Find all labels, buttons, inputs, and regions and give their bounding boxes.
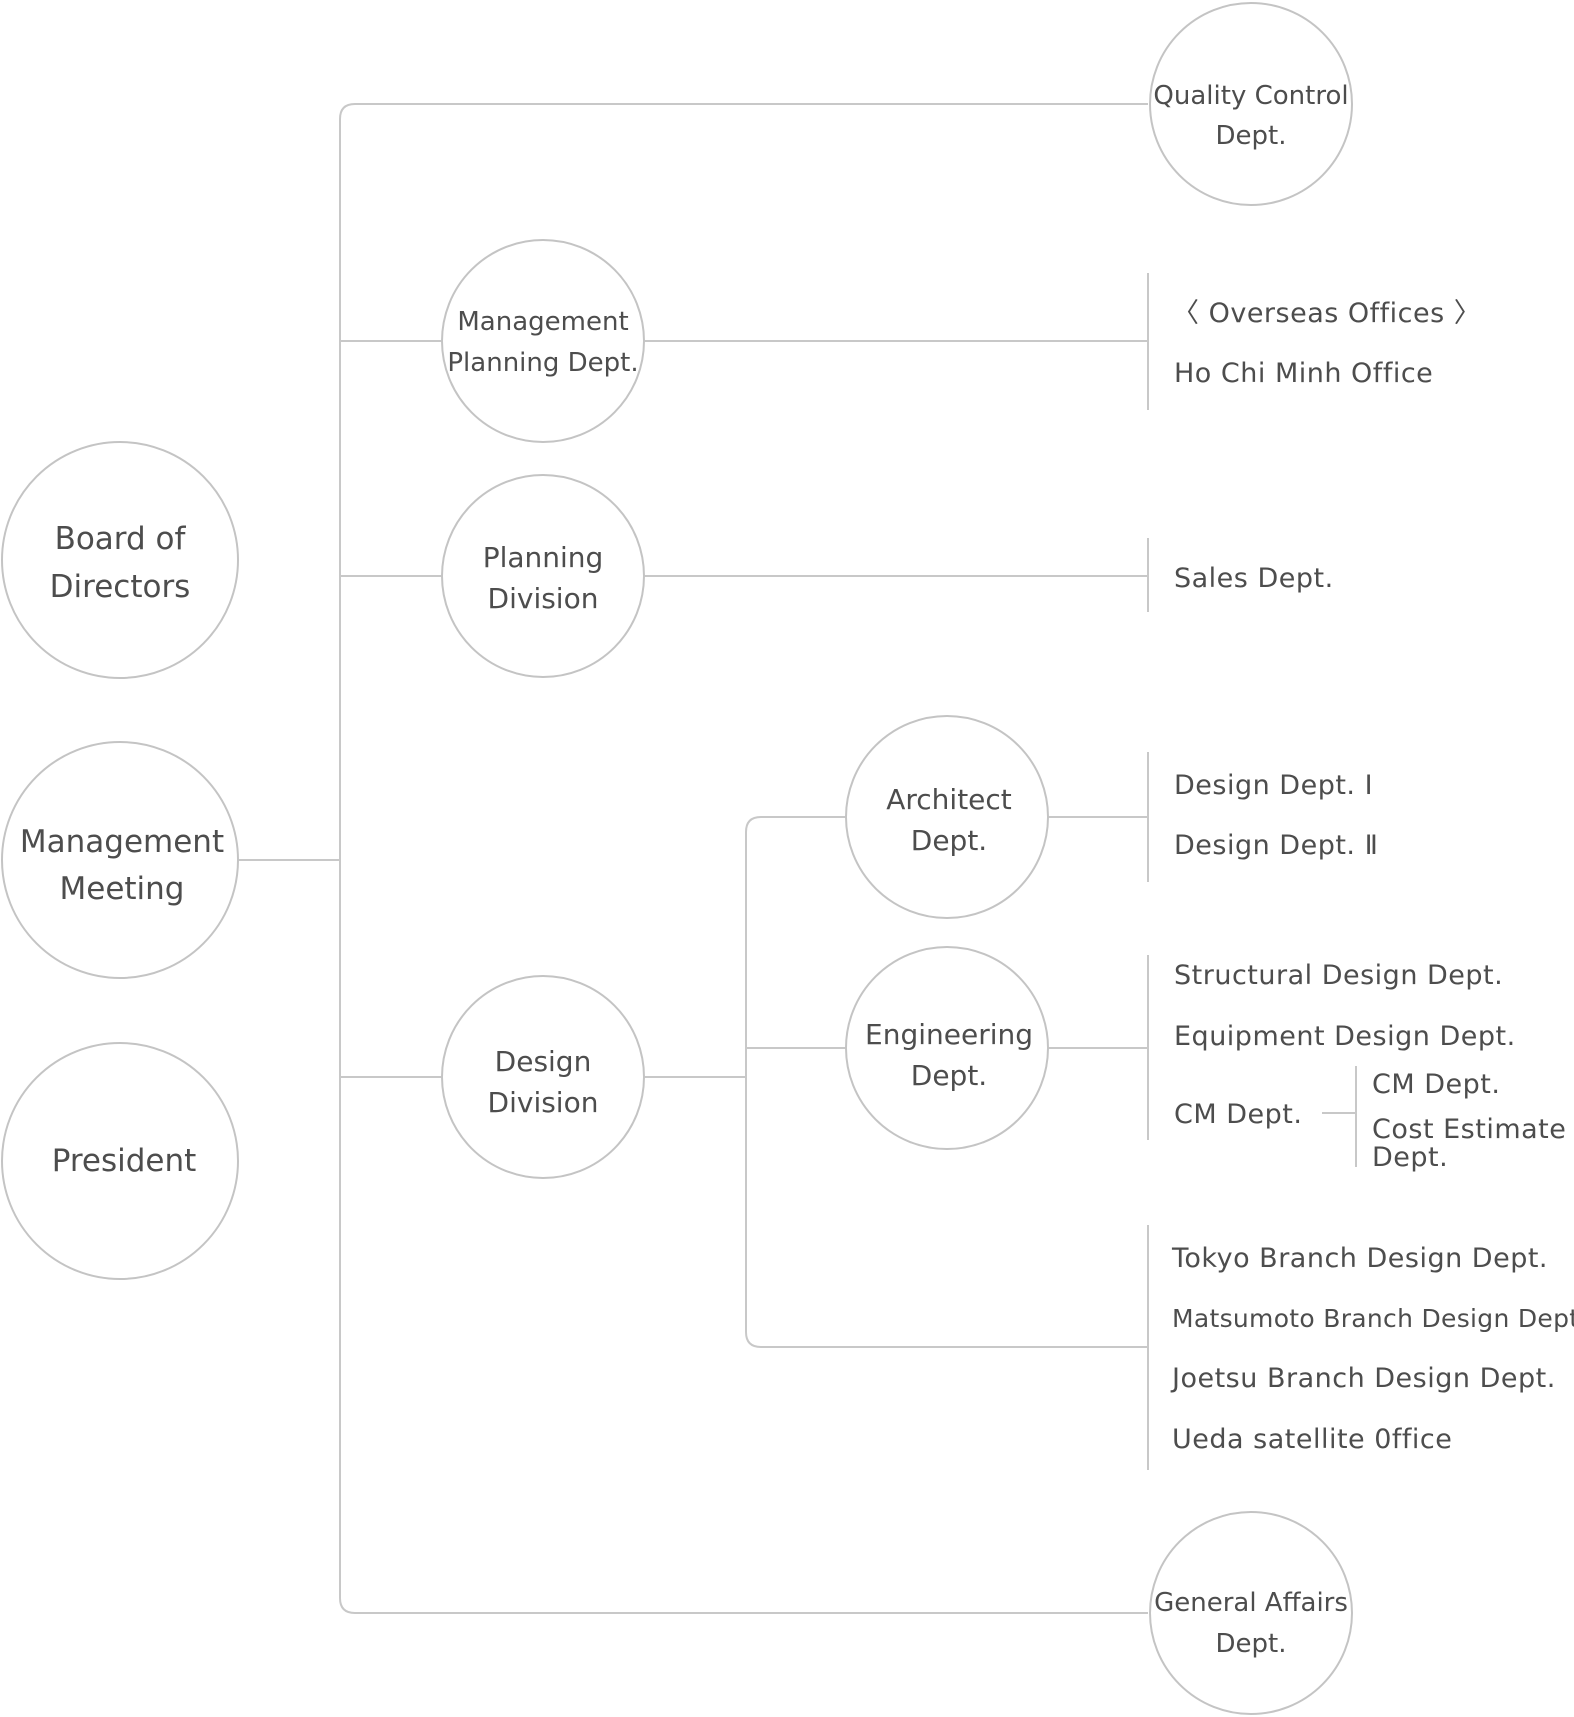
meeting-circle xyxy=(1,741,239,979)
structural-design-dept: Structural Design Dept. xyxy=(1174,960,1503,991)
engineering-label-line1: Engineering xyxy=(865,1018,1033,1051)
architect-circle xyxy=(845,715,1049,919)
sales-dept: Sales Dept. xyxy=(1174,563,1334,594)
engineering-circle xyxy=(845,946,1049,1150)
cm-dept: CM Dept. xyxy=(1174,1099,1302,1130)
node-architect: Architect Dept. xyxy=(845,715,1049,919)
cost-estimate-line1: Cost Estimate xyxy=(1372,1114,1566,1145)
general-affairs-label-line2: Dept. xyxy=(1216,1629,1287,1659)
design-dept-2: Design Dept. Ⅱ xyxy=(1174,830,1378,861)
architect-label-line1: Architect xyxy=(886,783,1012,816)
tokyo-branch: Tokyo Branch Design Dept. xyxy=(1171,1243,1548,1274)
general-affairs-circle xyxy=(1149,1511,1353,1715)
meeting-label-line2: Meeting xyxy=(60,871,185,907)
joetsu-branch: Joetsu Branch Design Dept. xyxy=(1170,1363,1556,1394)
quality-control-label-line1: Quality Control xyxy=(1153,81,1348,111)
node-management-planning: Management Planning Dept. xyxy=(441,239,645,443)
architect-label-line2: Dept. xyxy=(911,824,987,857)
overseas-heading: 〈 Overseas Offices 〉 xyxy=(1172,298,1481,329)
engineering-label-line2: Dept. xyxy=(911,1059,987,1092)
management-planning-circle xyxy=(441,239,645,443)
design-division-label-line2: Division xyxy=(488,1086,599,1119)
planning-division-label-line1: Planning xyxy=(483,541,604,574)
design-division-circle xyxy=(441,975,645,1179)
quality-control-label-line2: Dept. xyxy=(1216,121,1287,151)
node-president: President xyxy=(1,1042,239,1280)
meeting-label-line1: Management xyxy=(20,824,224,860)
cost-estimate-line2: Dept. xyxy=(1372,1142,1448,1173)
president-label: President xyxy=(52,1143,197,1179)
matsumoto-branch: Matsumoto Branch Design Dept. xyxy=(1172,1304,1574,1333)
ueda-office: Ueda satellite 0ffice xyxy=(1172,1424,1452,1455)
planning-division-label-line2: Division xyxy=(488,582,599,615)
branches-list: Tokyo Branch Design Dept. Matsumoto Bran… xyxy=(1170,1243,1574,1455)
board-circle xyxy=(1,441,239,679)
overseas-list: 〈 Overseas Offices 〉 Ho Chi Minh Office xyxy=(1172,298,1481,389)
quality-control-circle xyxy=(1149,2,1353,206)
board-label-line2: Directors xyxy=(50,569,191,605)
node-board-of-directors: Board of Directors xyxy=(1,441,239,679)
sales-list: Sales Dept. xyxy=(1174,563,1334,594)
president-circle xyxy=(1,1042,239,1280)
board-label-line1: Board of xyxy=(55,521,187,557)
equipment-design-dept: Equipment Design Dept. xyxy=(1174,1021,1516,1052)
general-affairs-label-line1: General Affairs xyxy=(1154,1588,1348,1618)
architect-sub-list: Design Dept. Ⅰ Design Dept. Ⅱ xyxy=(1174,770,1378,861)
node-management-meeting: Management Meeting xyxy=(1,741,239,979)
node-design-division: Design Division xyxy=(441,975,645,1179)
cm-sub-list: CM Dept. Cost Estimate Dept. xyxy=(1372,1069,1566,1173)
design-dept-1: Design Dept. Ⅰ xyxy=(1174,770,1373,801)
planning-division-circle xyxy=(441,474,645,678)
node-general-affairs: General Affairs Dept. xyxy=(1149,1511,1353,1715)
main-trunk-line xyxy=(339,103,1148,1614)
design-subtrunk-line xyxy=(745,816,1148,1348)
management-planning-label-line2: Planning Dept. xyxy=(447,348,638,378)
node-quality-control: Quality Control Dept. xyxy=(1149,2,1353,206)
node-engineering: Engineering Dept. xyxy=(845,946,1049,1150)
engineering-sub-list: Structural Design Dept. Equipment Design… xyxy=(1174,960,1516,1130)
ho-chi-minh-office: Ho Chi Minh Office xyxy=(1174,358,1433,389)
design-division-label-line1: Design xyxy=(495,1045,592,1078)
connector-lines xyxy=(238,103,1357,1614)
management-planning-label-line1: Management xyxy=(457,307,628,337)
cm-sub-dept: CM Dept. xyxy=(1372,1069,1500,1100)
node-planning-division: Planning Division xyxy=(441,474,645,678)
